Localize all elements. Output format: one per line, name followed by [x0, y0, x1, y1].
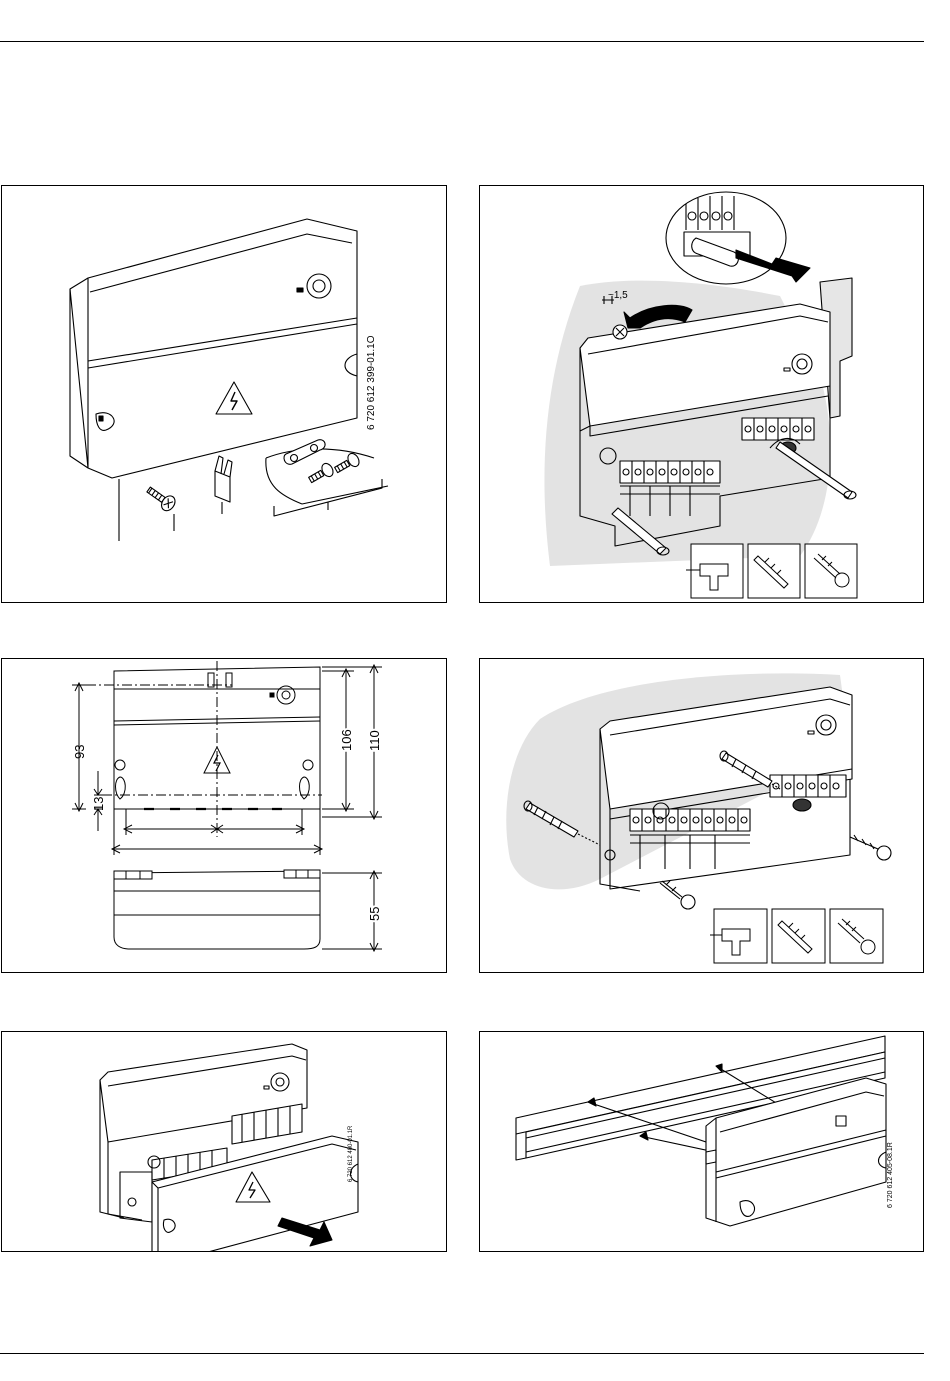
- bottom-rule: [0, 1353, 924, 1354]
- part-number: 6 720 612 405-08.1R: [887, 1142, 894, 1208]
- dimension-106: 106: [339, 729, 354, 751]
- dimension-drawing: 93 13 106 110 55: [2, 659, 447, 973]
- part-number: 6 720 612 399-01.1O: [366, 335, 377, 430]
- wall-mounting-illustration: [480, 659, 924, 973]
- dimension-110: 110: [367, 730, 382, 751]
- screw-gap-dimension: ~1,5: [608, 290, 628, 301]
- figure-1-box-contents: 6 720 612 399-01.1O: [1, 185, 447, 603]
- part-number: 6 720 612 400-01.1R: [348, 1125, 354, 1182]
- dimension-55: 55: [367, 907, 382, 921]
- module-contents-illustration: 6 720 612 399-01.1O: [2, 186, 447, 603]
- screw-icon: [805, 544, 857, 598]
- cover-removal-illustration: 6 720 612 400-01.1R: [2, 1032, 447, 1252]
- figure-4-wall-mounting: [479, 658, 924, 973]
- figure-6-rail-mounting: 6 720 612 405-08.1R: [479, 1031, 924, 1252]
- figure-2-open-housing: ~1,5: [479, 185, 924, 603]
- rail-mounting-illustration: 6 720 612 405-08.1R: [480, 1032, 924, 1252]
- figure-5-cover-removal: 6 720 612 400-01.1R: [1, 1031, 447, 1252]
- open-housing-illustration: ~1,5: [480, 186, 924, 603]
- top-rule: [0, 41, 924, 42]
- screw-icon: [830, 909, 883, 963]
- dimension-93: 93: [72, 745, 87, 759]
- figure-3-dimensions: 93 13 106 110 55: [1, 658, 447, 973]
- dimension-13: 13: [91, 797, 106, 811]
